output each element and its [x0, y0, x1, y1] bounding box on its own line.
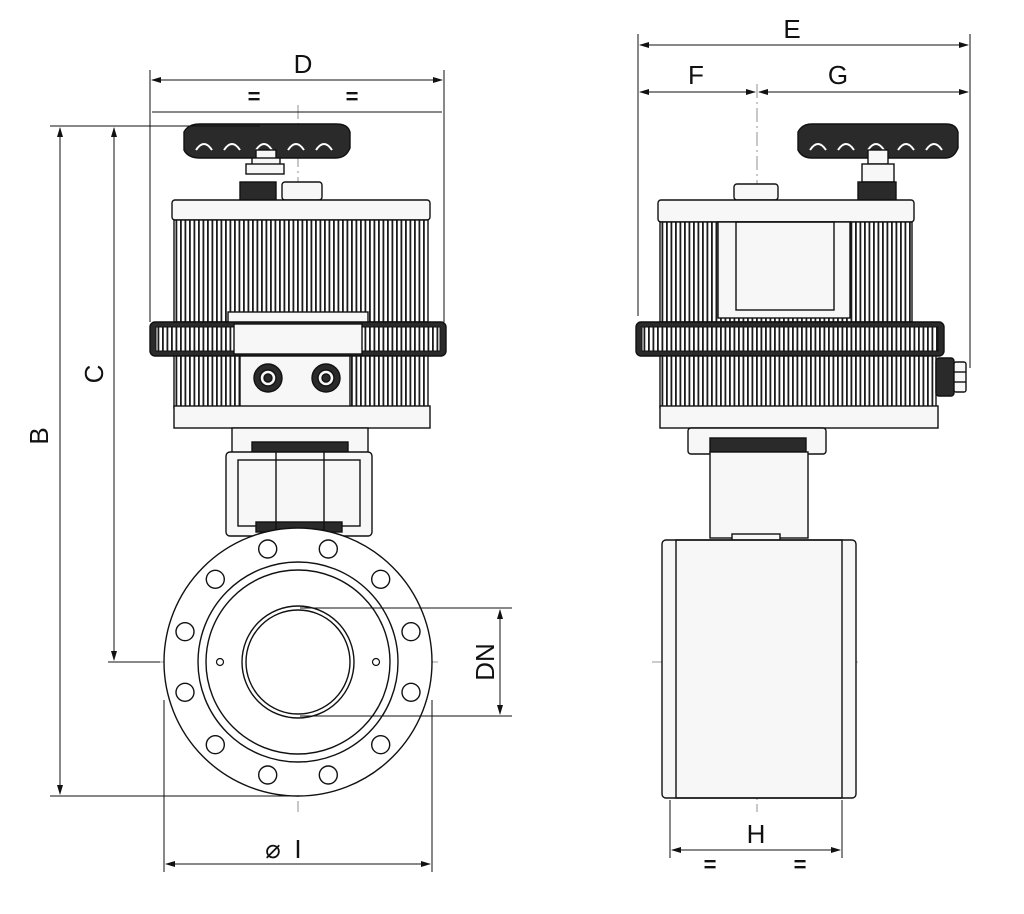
- dimension-i: ⌀ I: [163, 700, 433, 872]
- handwheel-front: [183, 123, 351, 201]
- bolt-hole: [175, 622, 195, 642]
- collar-band-side: [635, 321, 945, 357]
- label-h: H: [747, 819, 766, 849]
- label-d: D: [294, 49, 313, 79]
- actuator-upper-side: [657, 199, 915, 323]
- bracket-front: [225, 427, 373, 537]
- bolt-hole: [258, 539, 278, 559]
- label-c: C: [79, 365, 109, 384]
- neck-side: [687, 427, 827, 547]
- diameter-symbol: ⌀: [265, 834, 281, 864]
- label-f: F: [688, 60, 704, 90]
- dimension-e: E: [637, 14, 971, 368]
- collar-band-front: [149, 321, 447, 357]
- bolt-hole: [318, 765, 338, 785]
- actuator-lower-front: [173, 355, 431, 429]
- label-i: I: [294, 834, 301, 864]
- equal-mark-h-left: =: [704, 852, 717, 877]
- bolt-hole: [175, 682, 195, 702]
- flange-front: [163, 527, 433, 797]
- label-b: B: [24, 427, 54, 444]
- bolt-holes: [175, 539, 421, 785]
- actuator-upper-front: [171, 199, 431, 325]
- dimension-f-g: F G: [639, 60, 969, 95]
- cable-gland-side-icon: [935, 357, 967, 397]
- bolt-hole: [318, 539, 338, 559]
- label-g: G: [828, 60, 848, 90]
- bolt-hole: [258, 765, 278, 785]
- equal-mark-h-right: =: [794, 852, 807, 877]
- label-dn: DN: [470, 643, 500, 681]
- dimension-d: D = =: [149, 49, 445, 322]
- handwheel-side: [733, 123, 959, 201]
- bolt-hole: [205, 735, 226, 755]
- bolt-hole: [401, 622, 421, 642]
- label-e: E: [783, 14, 800, 44]
- cable-gland-2-icon: [311, 363, 341, 393]
- dimension-dn: DN: [300, 607, 512, 717]
- dimension-h: H = =: [669, 800, 843, 877]
- dimension-b: B: [24, 125, 298, 797]
- dimension-c: C: [79, 127, 160, 663]
- bolt-hole: [371, 735, 391, 755]
- equal-mark-d-left: =: [248, 84, 261, 109]
- side-view: E F G H = =: [635, 14, 971, 877]
- front-view: D = = B C DN ⌀: [24, 49, 512, 872]
- equal-mark-d-right: =: [346, 84, 359, 109]
- actuator-lower-side: [659, 355, 967, 429]
- bolt-hole: [371, 569, 391, 589]
- bolt-hole: [205, 569, 226, 589]
- valve-body-side: [661, 539, 857, 799]
- bolt-hole: [401, 682, 421, 702]
- cable-gland-1-icon: [253, 363, 283, 393]
